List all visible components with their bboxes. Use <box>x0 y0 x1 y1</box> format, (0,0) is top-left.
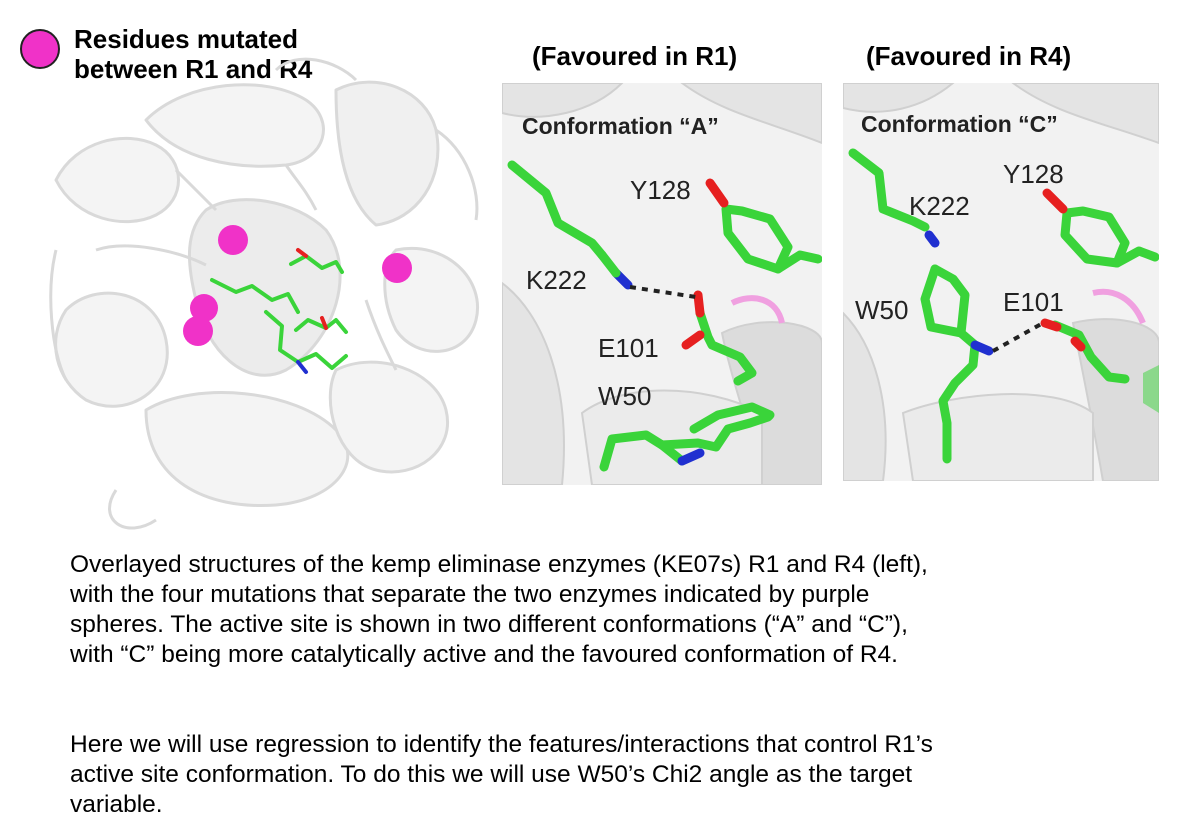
k222-stick <box>848 148 930 232</box>
w50-ring <box>930 264 980 464</box>
legend-line-1: Residues mutated <box>74 24 298 54</box>
panel-title-r4: (Favoured in R4) <box>866 41 1072 71</box>
residue-label-k222: K222 <box>909 191 970 221</box>
helix-bottom <box>144 391 350 508</box>
k222-nitrogen <box>924 230 940 248</box>
w50-nitrogen <box>677 448 705 466</box>
residue-label-k222: K222 <box>526 265 587 295</box>
active-site-r1-graphic <box>502 83 822 485</box>
mutation-sphere <box>382 253 412 283</box>
legend-line-2: between R1 and R4 <box>74 54 313 84</box>
sheet-right <box>334 80 440 227</box>
conformation-label-c: Conformation “C” <box>861 111 1058 137</box>
y128-ring <box>721 204 793 274</box>
caption-line: active site conformation. To do this we … <box>70 761 913 788</box>
mutation-sphere <box>218 225 248 255</box>
caption-line: with “C” being more catalytically active… <box>70 641 898 668</box>
w50-nitrogen <box>970 340 994 356</box>
active-site-panel-r1: Conformation “A” Y128 K222 E101 W50 <box>502 83 822 485</box>
y128-oxygen <box>705 178 729 208</box>
w50-ring <box>599 402 775 472</box>
sheet-center <box>187 198 342 377</box>
residue-label-w50: W50 <box>855 295 909 325</box>
e101-oxygen <box>1040 318 1062 332</box>
y128-oxygen <box>1042 188 1068 214</box>
ligand-stick-a <box>210 278 300 314</box>
e101-oxygen <box>693 290 705 318</box>
mutation-sphere <box>190 294 218 322</box>
e101-stick <box>1050 320 1130 384</box>
caption-paragraph-2: Here we will use regression to identify … <box>70 730 933 820</box>
hydrogen-bond <box>992 321 1044 353</box>
mutation-legend-label: Residues mutated between R1 and R4 <box>74 24 312 84</box>
protein-structure-overview <box>49 57 479 530</box>
ligand-stick-d <box>289 254 344 274</box>
caption-line: spheres. The active site is shown in two… <box>70 611 908 638</box>
helix-left <box>54 137 180 223</box>
residue-label-y128: Y128 <box>1003 159 1064 189</box>
hydrogen-bond <box>629 285 697 299</box>
residue-label-e101: E101 <box>1003 287 1064 317</box>
mutation-spheres <box>183 225 412 346</box>
conformation-label-a: Conformation “A” <box>522 113 719 139</box>
caption-line: with the four mutations that separate th… <box>70 581 870 608</box>
e101-stick <box>695 308 757 386</box>
helix-bottom-right <box>328 360 449 474</box>
caption-line: variable. <box>70 791 163 818</box>
active-site-r4-graphic <box>843 83 1159 481</box>
residue-label-w50: W50 <box>598 381 652 411</box>
panel-title-r1: (Favoured in R1) <box>532 41 738 71</box>
mutation-legend-swatch <box>20 29 60 69</box>
mutation-sphere <box>183 316 213 346</box>
caption-paragraph-1: Overlayed structures of the kemp elimina… <box>70 550 928 670</box>
k222-stick <box>507 160 607 260</box>
helix-top <box>144 83 325 168</box>
residue-label-y128: Y128 <box>630 175 691 205</box>
caption-line: Overlayed structures of the kemp elimina… <box>70 551 928 578</box>
helix-bottom-left <box>54 291 169 408</box>
residue-label-e101: E101 <box>598 333 659 363</box>
active-site-panel-r4: Conformation “C” Y128 K222 E101 W50 <box>843 83 1159 481</box>
caption-line: Here we will use regression to identify … <box>70 731 933 758</box>
y128-ring <box>1060 206 1130 268</box>
